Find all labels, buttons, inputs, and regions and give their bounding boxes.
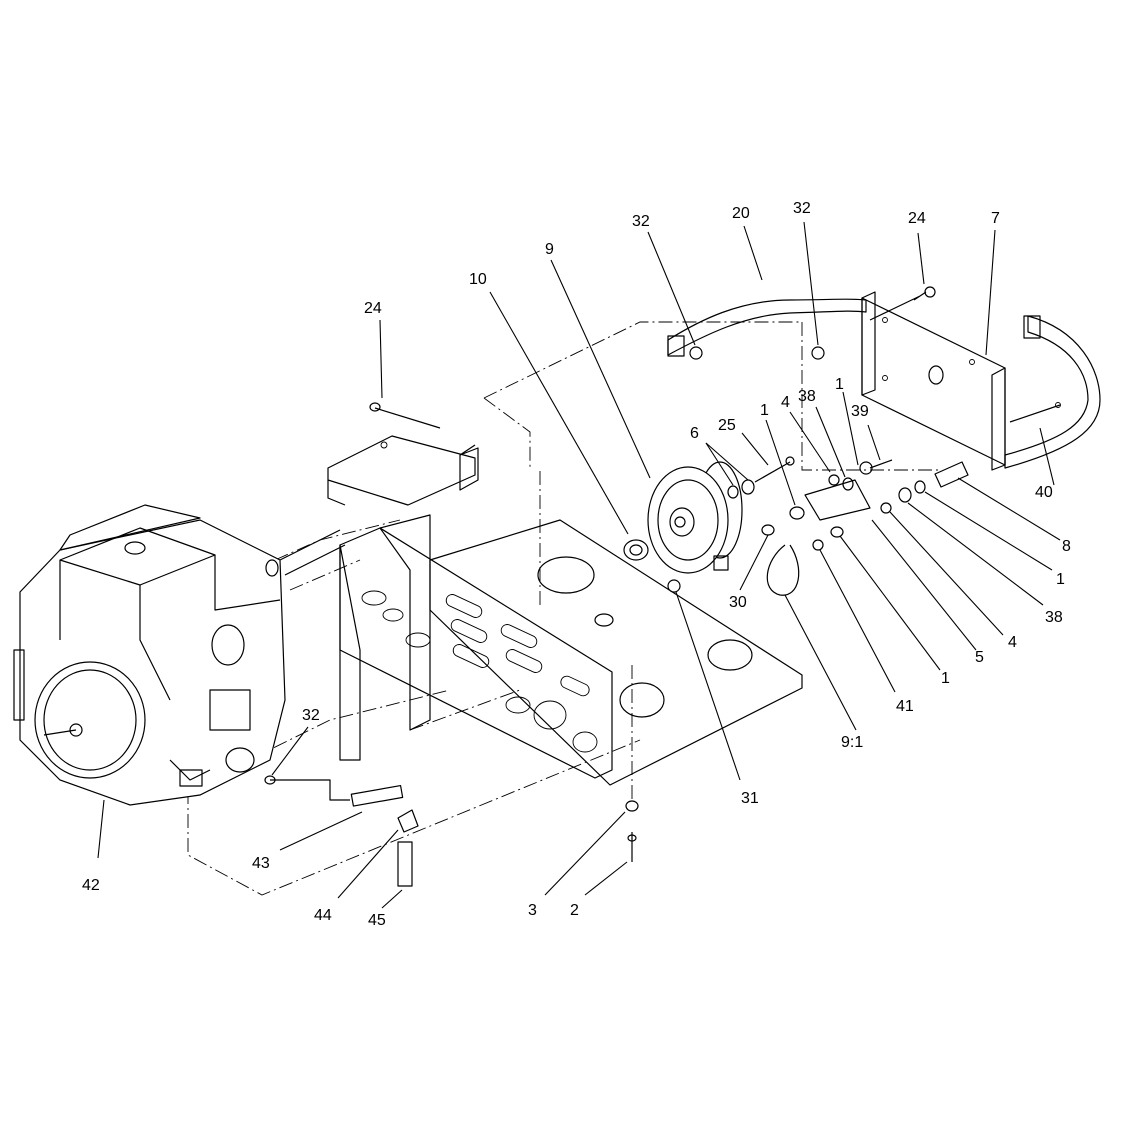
callout-38: 38 <box>798 388 816 405</box>
callout-32: 32 <box>793 200 811 217</box>
rear-bumper <box>667 298 1101 469</box>
callout-30: 30 <box>729 594 747 611</box>
engine <box>13 504 346 806</box>
bearing-spacer <box>623 539 649 561</box>
callout-5: 5 <box>975 649 984 666</box>
callout-24: 24 <box>908 210 926 227</box>
callout-42: 42 <box>82 877 100 894</box>
upper-bracket <box>327 435 479 506</box>
callout-45: 45 <box>368 912 386 929</box>
leader-lines <box>97 221 1061 909</box>
callout-9: 9 <box>545 241 554 258</box>
callout-32: 32 <box>302 707 320 724</box>
callout-9-1: 9:1 <box>841 734 863 751</box>
callout-41: 41 <box>896 698 914 715</box>
callout-4: 4 <box>781 394 790 411</box>
callout-3: 3 <box>528 902 537 919</box>
callout-20: 20 <box>732 205 750 222</box>
callout-24: 24 <box>364 300 382 317</box>
deck-plate <box>429 519 803 786</box>
callout-39: 39 <box>851 403 869 420</box>
callout-43: 43 <box>252 855 270 872</box>
callout-4: 4 <box>1008 634 1017 651</box>
callout-31: 31 <box>741 790 759 807</box>
callout-1: 1 <box>835 376 844 393</box>
callout-1: 1 <box>1056 571 1065 588</box>
callout-25: 25 <box>718 417 736 434</box>
callout-2: 2 <box>570 902 579 919</box>
frame-rail <box>339 514 613 779</box>
callout-32: 32 <box>632 213 650 230</box>
frame-phantom-lines <box>187 321 940 896</box>
bracket-plate <box>861 291 1006 471</box>
callout-1: 1 <box>760 402 769 419</box>
hardware-parts <box>264 286 969 887</box>
callout-38: 38 <box>1045 609 1063 626</box>
callout-40: 40 <box>1035 484 1053 501</box>
callout-labels: 10 9 32 20 32 24 7 24 6 25 1 4 38 1 39 4… <box>82 200 1071 929</box>
clutch-pulley <box>647 461 743 574</box>
callout-1: 1 <box>941 670 950 687</box>
callout-8: 8 <box>1062 538 1071 555</box>
callout-7: 7 <box>991 210 1000 227</box>
callout-44: 44 <box>314 907 332 924</box>
callout-10: 10 <box>469 271 487 288</box>
callout-6: 6 <box>690 425 699 442</box>
